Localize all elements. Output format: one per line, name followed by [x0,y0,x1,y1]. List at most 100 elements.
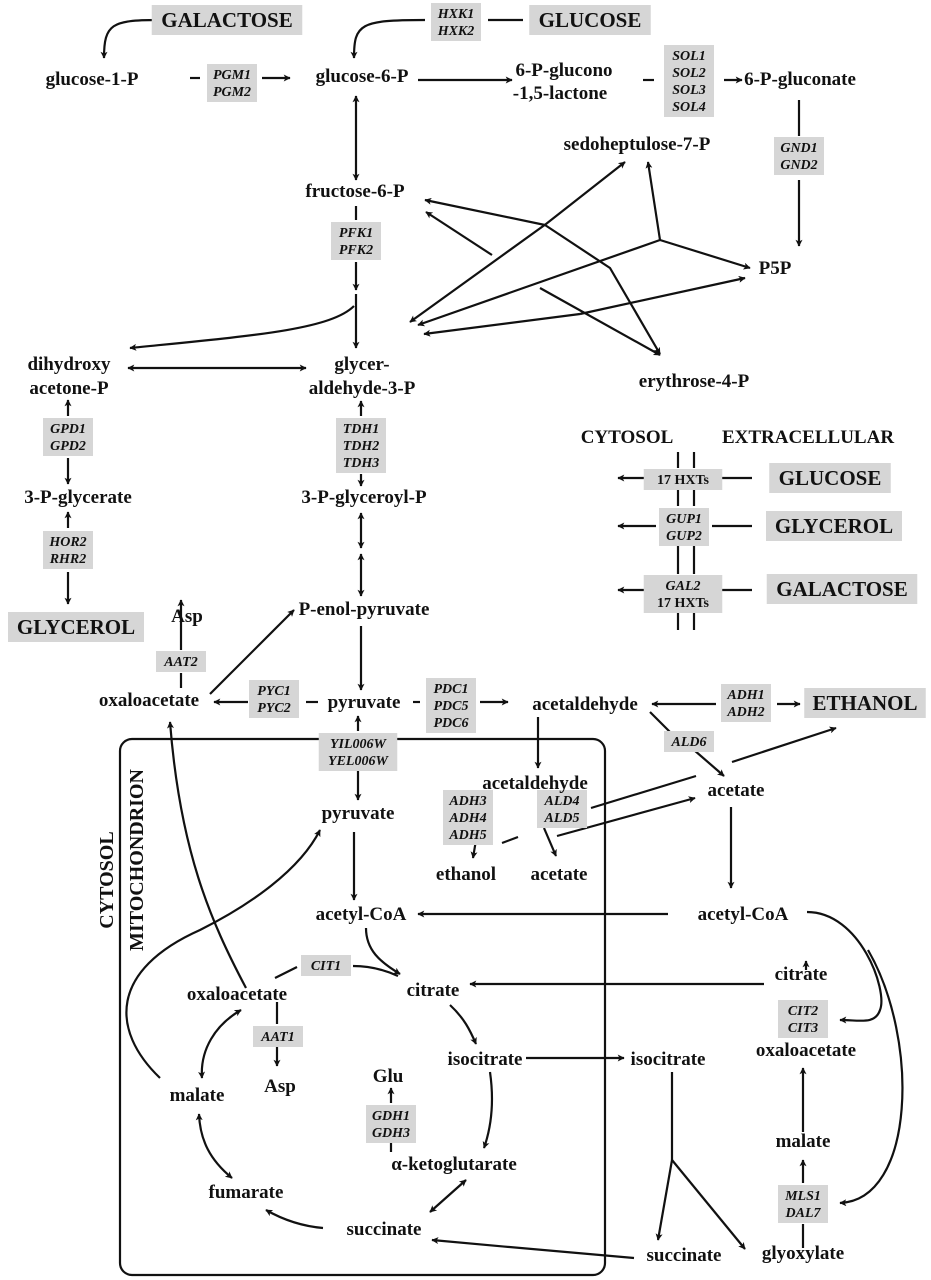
metabolite-gap-2: aldehyde-3-P [309,378,416,399]
gene-label: PDC5 [434,699,469,714]
gene-label: GUP1 [666,512,702,527]
gene-box-cit23 [778,1000,828,1038]
metabolite-acetate-mit: acetate [531,864,588,885]
metabolite-pep: P-enol-pyruvate [299,599,430,620]
edge-accoa-to-mls [839,949,904,1207]
metabolite-dhap-1: dihydroxy [27,354,111,375]
gene-label: GPD1 [50,422,86,437]
edge-iso-to-glyox [671,1159,746,1250]
metabolite-citrate-cyt: citrate [775,964,828,985]
metabolite-extracellular-label: EXTRACELLULAR [722,427,894,448]
substrate-ethanol: ETHANOL [812,691,917,715]
gene-box-gdh [366,1105,416,1143]
metabolite-acetaldehyde-cyt: acetaldehyde [532,694,638,715]
edge-cit1-to-citrate [352,964,399,977]
gene-label: PGM1 [213,68,251,83]
edge-succ-to-fum [265,1209,324,1230]
glycerol-left-box [8,612,144,642]
gene-label: SOL1 [672,49,705,64]
metabolite-succinate-mit: succinate [347,1219,422,1240]
gene-label: GAL2 [666,579,701,594]
gene-box-pyc [249,680,299,718]
metabolite-cytosol-label: CYTOSOL [581,427,674,448]
edge-malate-to-pyr [125,829,321,1079]
glucose-ext-box [769,463,891,493]
metabolite-ethanol-mit: ethanol [436,864,496,885]
edge-acetald-ald6 [649,711,671,733]
metabolite-oaa-cyt: oxaloacetate [99,690,199,711]
gene-box-sol [664,45,714,117]
metabolite-glucose-1-p: glucose-1-P [46,69,139,90]
metabolite-glucose-6-p: glucose-6-P [316,66,409,87]
gene-label: ALD5 [544,811,580,826]
gene-box-pgm [207,64,257,102]
edge-ald45-to-acetate [542,827,558,857]
gene-box-adh12 [721,684,771,722]
substrate-glycerol-ext: GLYCEROL [775,514,893,538]
gene-label: ALD4 [544,794,580,809]
metabolite-glu: Glu [373,1066,404,1087]
gene-label: GDH3 [372,1126,410,1141]
edge-f16bp-to-dhap [129,305,355,351]
edge-acetate-to-ethanol [731,726,837,764]
edge-adh-cross [501,835,519,845]
gene-label: PFK1 [339,226,373,241]
glycerol-ext-box [766,511,902,541]
gene-label: MLS1 [784,1189,821,1204]
gene-label: SOL4 [672,100,705,115]
edge-malate-oaa [198,1009,242,1079]
metabolite-akg: α-ketoglutarate [391,1154,517,1175]
gene-box-glycerol-transporters [659,508,709,546]
gene-label: GND1 [780,141,817,156]
edge-branch2-to-p5p [579,275,746,316]
metabolite-isocitrate-cyt: isocitrate [631,1049,706,1070]
edge-branch-to-p5p [659,238,751,270]
gene-box-tdh [336,418,386,473]
metabolite-succinate-cyt: succinate [647,1245,722,1266]
galactose-top-box [151,5,303,35]
metabolite-gluconolactone-1: 6-P-glucono [515,60,612,81]
gene-box-ald45 [537,790,587,828]
gene-label: SOL3 [672,83,705,98]
galactose-ext-box [766,574,918,604]
gene-box-aat2 [156,651,206,672]
ethanol-box [804,688,926,718]
metabolite-fumarate: fumarate [209,1182,284,1203]
edge-iso-to-akg [482,1071,494,1149]
gene-label: YEL006W [328,754,389,769]
gene-box-hxk [431,3,481,41]
edge-acetate-to-cyt [556,796,696,838]
edge-succ-cyt-to-mit [431,1237,635,1260]
substrate-glucose-top: GLUCOSE [539,8,642,32]
edge-citrate-to-iso [449,1004,478,1045]
gene-box-mls [778,1185,828,1223]
metabolite-gluconolactone-2: -1,5-lactone [513,83,607,104]
gene-box-pdc [426,678,476,733]
edge-accoa-to-cit23 [806,910,883,1024]
edge-ppp-to-f6p-2 [425,211,493,256]
metabolite-oaa-mit: oxaloacetate [187,984,287,1005]
gene-box-adh345 [443,790,493,845]
gene-label: SOL2 [672,66,705,81]
gene-label: TDH3 [343,456,380,471]
gene-label: ADH5 [448,828,486,843]
metabolite-erythrose: erythrose-4-P [639,371,750,392]
metabolite-acetaldehyde-mit: acetaldehyde [482,773,588,794]
gene-label: GND2 [780,158,817,173]
gene-label: PDC1 [434,682,469,697]
metabolite-oaa-glyox: oxaloacetate [756,1040,856,1061]
gene-label: ADH2 [726,705,764,720]
metabolite-asp-mit: Asp [264,1076,296,1097]
metabolite-gluconate: 6-P-gluconate [744,69,856,90]
gene-label: AAT2 [163,655,197,670]
gene-label: ADH4 [448,811,486,826]
gene-box-ald6 [664,731,714,752]
gene-box-glucose-transporters [643,469,723,490]
gene-box-mpc [318,733,398,771]
gene-box-galactose-transporters [643,575,723,613]
edge-oaa-to-cit1 [274,966,298,979]
metabolite-glyceroyl-3p: 3-P-glyceroyl-P [301,487,427,508]
edge-p5p-to-s7p [645,161,662,241]
gene-label: CIT3 [788,1021,818,1036]
metabolite-malate-mit: malate [170,1085,225,1106]
